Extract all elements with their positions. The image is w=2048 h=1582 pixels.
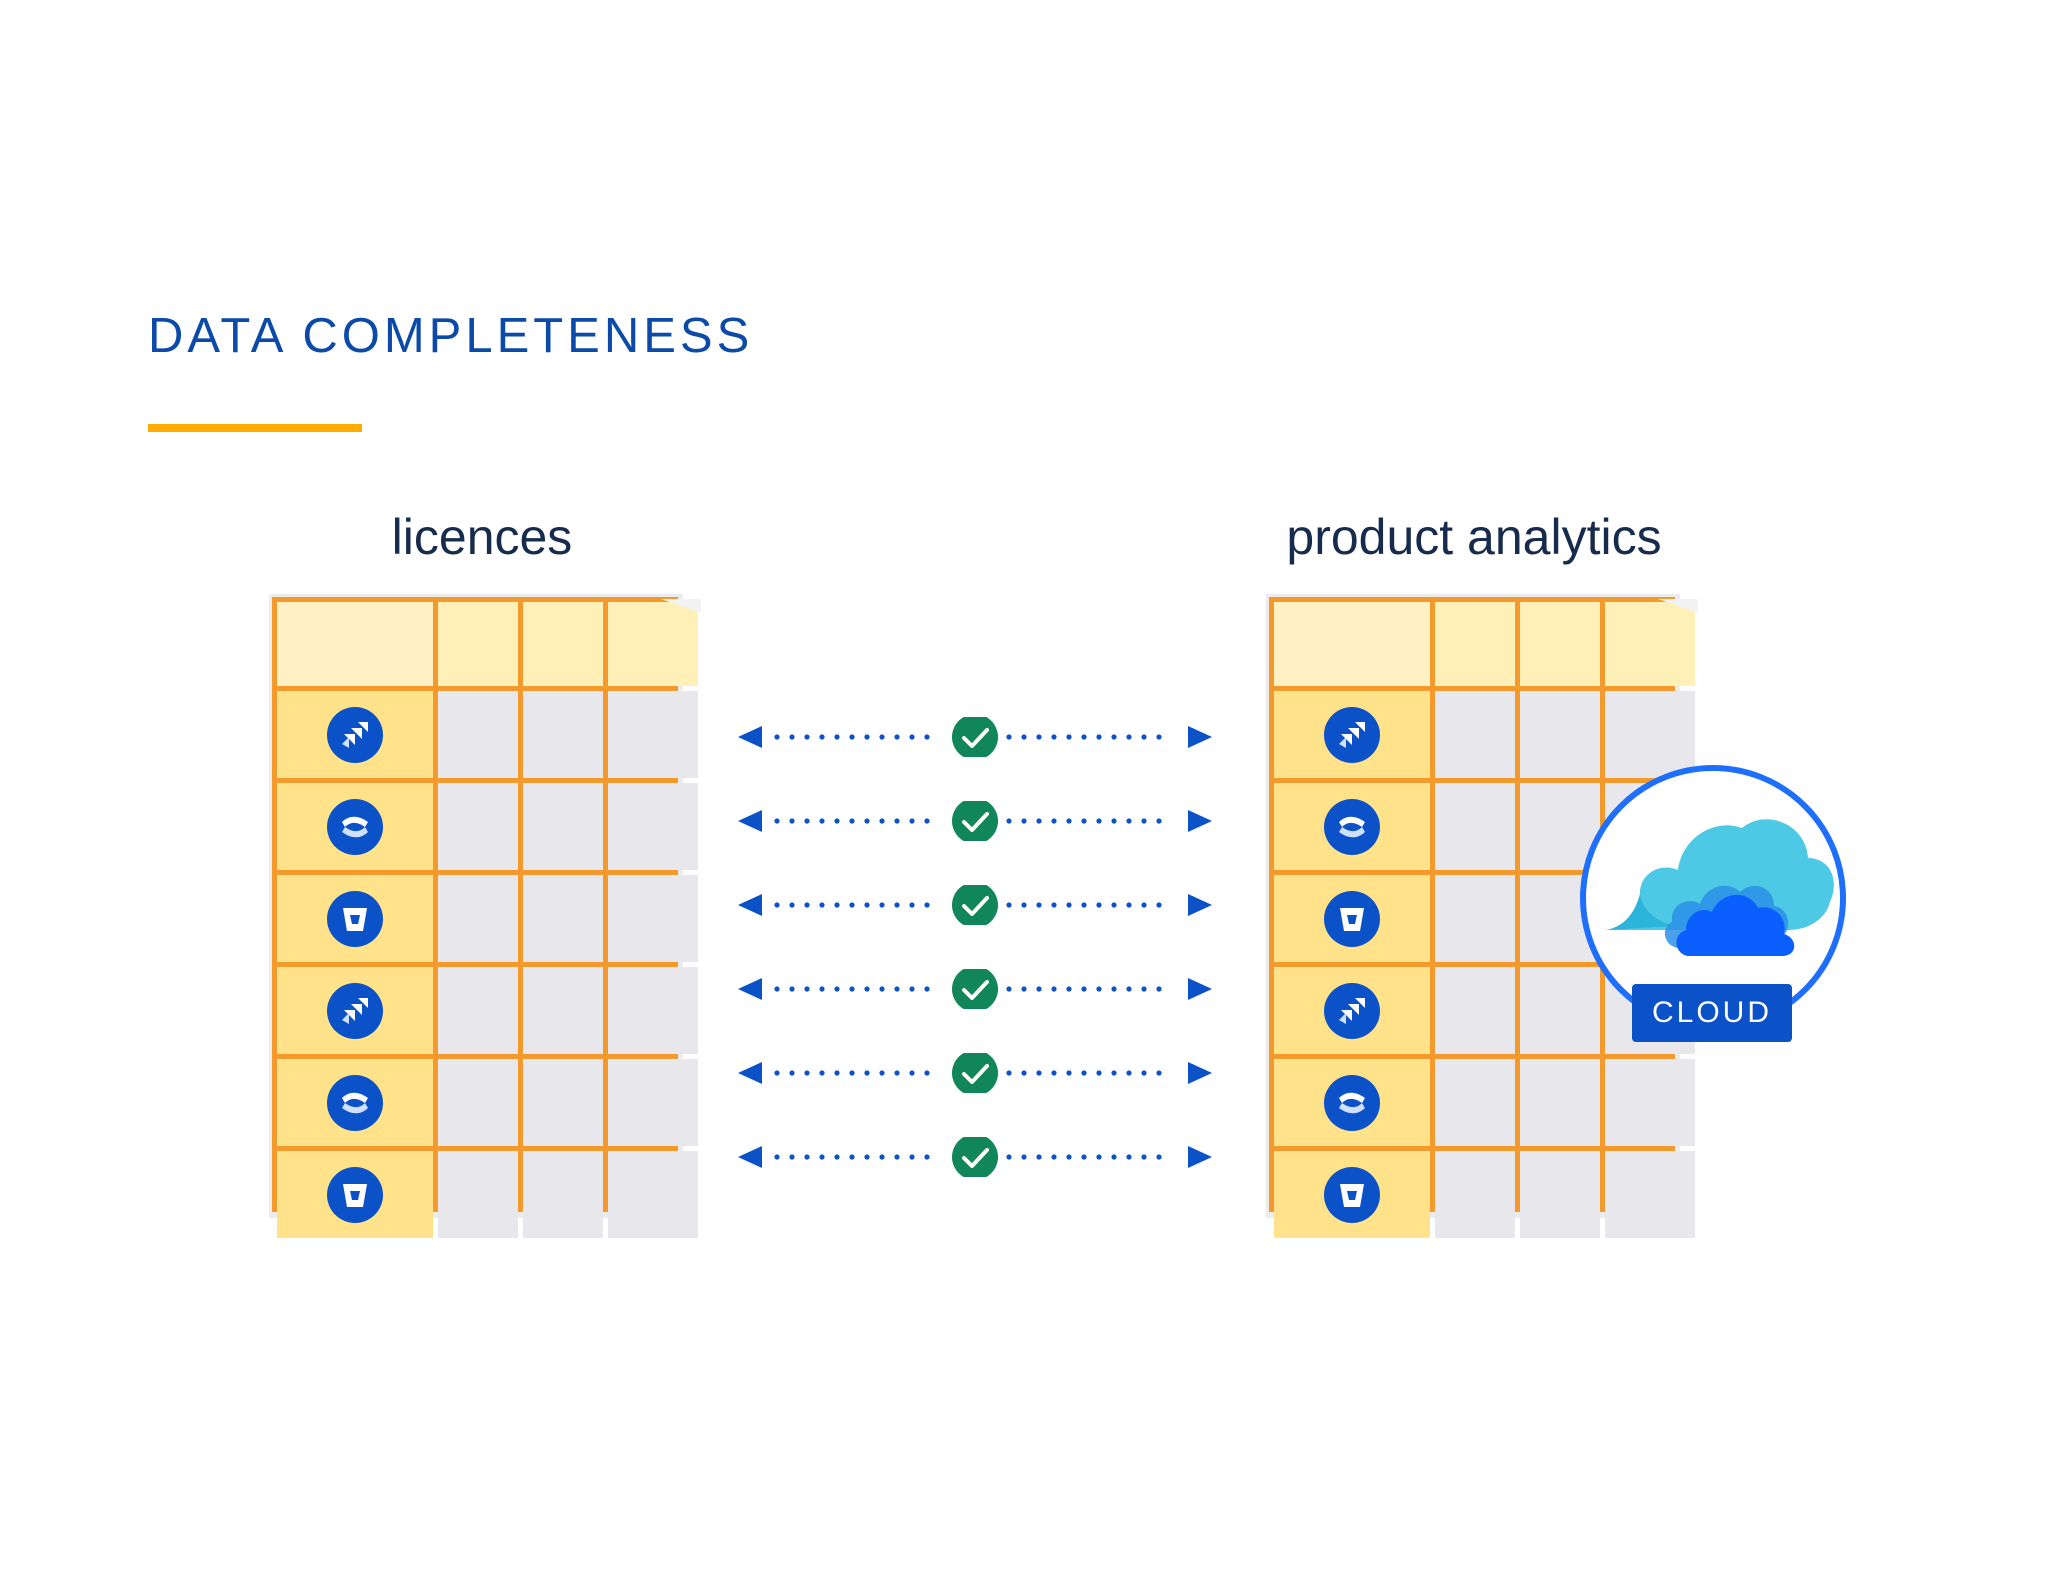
check-circle-icon	[952, 1134, 998, 1180]
page-title: DATA COMPLETENESS	[148, 309, 754, 363]
analytics-row-key-cell	[1274, 875, 1430, 962]
analytics-data-cell	[1605, 691, 1695, 778]
match-connector	[735, 882, 1215, 928]
analytics-data-cell	[1520, 1151, 1600, 1238]
cloud-icon	[1606, 819, 1834, 956]
licences-data-cell	[608, 691, 698, 778]
cloud-badge-graphic	[1580, 765, 1846, 1042]
licences-data-cell	[438, 691, 518, 778]
analytics-data-cell	[1520, 967, 1600, 1054]
analytics-data-cell	[1520, 783, 1600, 870]
jira-icon	[1324, 982, 1380, 1039]
arrow-right-icon	[1188, 726, 1212, 748]
licences-data-cell	[438, 1151, 518, 1238]
arrow-left-icon	[738, 978, 762, 1000]
jira-icon	[327, 982, 383, 1039]
licences-row-key-cell	[277, 783, 433, 870]
bitbucket-icon	[1324, 1166, 1380, 1223]
bitbucket-icon	[327, 1166, 383, 1223]
licences-header-cell	[523, 602, 603, 686]
licences-data-cell	[523, 967, 603, 1054]
jira-icon	[1324, 706, 1380, 763]
analytics-data-cell	[1435, 875, 1515, 962]
analytics-data-cell	[1605, 1059, 1695, 1146]
licences-row-key-cell	[277, 967, 433, 1054]
cloud-badge: CLOUD	[1578, 762, 1850, 1044]
arrow-right-icon	[1188, 894, 1212, 916]
licences-data-cell	[608, 1059, 698, 1146]
arrow-left-icon	[738, 1062, 762, 1084]
confluence-icon	[327, 1074, 383, 1131]
analytics-data-cell	[1435, 691, 1515, 778]
analytics-header-cell	[1605, 599, 1698, 686]
licences-data-cell	[523, 783, 603, 870]
licences-table	[269, 594, 701, 1238]
analytics-row-key-cell	[1274, 783, 1430, 870]
licences-row-key-cell	[277, 1059, 433, 1146]
licences-header-cell	[608, 599, 701, 686]
analytics-header-cell	[1520, 602, 1600, 686]
title-underline	[148, 424, 362, 432]
check-circle-icon	[952, 882, 998, 928]
licences-data-cell	[523, 691, 603, 778]
analytics-row-key-cell	[1274, 967, 1430, 1054]
match-connector	[735, 966, 1215, 1012]
arrow-right-icon	[1188, 1062, 1212, 1084]
licences-data-cell	[608, 1151, 698, 1238]
licences-data-cell	[438, 967, 518, 1054]
bitbucket-icon	[1324, 890, 1380, 947]
licences-data-cell	[523, 1059, 603, 1146]
arrow-left-icon	[738, 726, 762, 748]
check-circle-icon	[952, 966, 998, 1012]
match-connector	[735, 798, 1215, 844]
match-connector	[735, 714, 1215, 760]
analytics-data-cell	[1435, 1151, 1515, 1238]
analytics-header-cell	[1435, 602, 1515, 686]
analytics-row-key-cell	[1274, 1151, 1430, 1238]
licences-data-cell	[523, 875, 603, 962]
licences-header-cell	[438, 602, 518, 686]
arrow-left-icon	[738, 894, 762, 916]
check-circle-icon	[952, 1050, 998, 1096]
analytics-header-cell	[1274, 602, 1430, 686]
match-connector	[735, 1050, 1215, 1096]
licences-grid	[272, 597, 701, 1238]
check-circle-icon	[952, 714, 998, 760]
licences-row-key-cell	[277, 875, 433, 962]
confluence-icon	[327, 798, 383, 855]
bitbucket-icon	[327, 890, 383, 947]
product-analytics-table-label: product analytics	[1286, 509, 1662, 565]
licences-data-cell	[438, 1059, 518, 1146]
confluence-icon	[1324, 1074, 1380, 1131]
licences-data-cell	[523, 1151, 603, 1238]
licences-header-cell	[277, 602, 433, 686]
arrow-left-icon	[738, 1146, 762, 1168]
licences-data-cell	[438, 783, 518, 870]
licences-row-key-cell	[277, 1151, 433, 1238]
licences-data-cell	[608, 875, 698, 962]
arrow-right-icon	[1188, 978, 1212, 1000]
match-connector	[735, 1134, 1215, 1180]
analytics-row-key-cell	[1274, 1059, 1430, 1146]
licences-data-cell	[608, 783, 698, 870]
licences-data-cell	[438, 875, 518, 962]
analytics-data-cell	[1605, 1151, 1695, 1238]
licences-row-key-cell	[277, 691, 433, 778]
licences-table-label: licences	[391, 509, 573, 565]
check-circle-icon	[952, 798, 998, 844]
arrow-left-icon	[738, 810, 762, 832]
arrow-right-icon	[1188, 1146, 1212, 1168]
analytics-row-key-cell	[1274, 691, 1430, 778]
cloud-label-box	[1632, 984, 1792, 1042]
jira-icon	[327, 706, 383, 763]
analytics-data-cell	[1520, 691, 1600, 778]
cloud-label: CLOUD	[1651, 996, 1772, 1029]
analytics-data-cell	[1435, 1059, 1515, 1146]
licences-data-cell	[608, 967, 698, 1054]
arrow-right-icon	[1188, 810, 1212, 832]
confluence-icon	[1324, 798, 1380, 855]
analytics-data-cell	[1435, 967, 1515, 1054]
analytics-data-cell	[1435, 783, 1515, 870]
analytics-data-cell	[1520, 1059, 1600, 1146]
